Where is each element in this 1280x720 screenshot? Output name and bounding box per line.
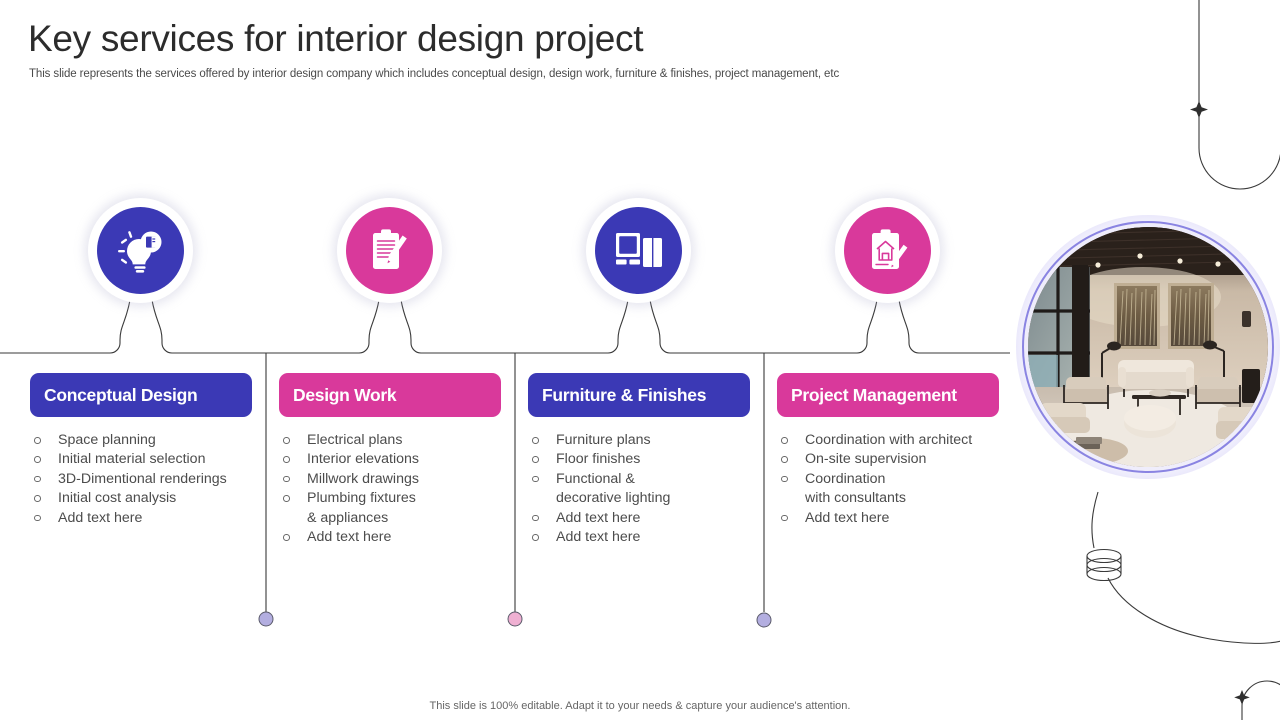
bullet-icon (781, 514, 788, 522)
card-title-1: Conceptual Design (30, 373, 252, 417)
bracket-connector-3 (515, 299, 764, 354)
service-card-1[interactable]: Conceptual Design Space planning Initial… (30, 373, 252, 528)
list-item-text: Electrical plans (307, 432, 403, 448)
bullet-icon (34, 514, 41, 522)
connector-dot-2 (507, 611, 523, 627)
list-item-text: Add text here (805, 509, 890, 526)
card-list-2: Electrical plans Interior elevations Mil… (279, 431, 501, 547)
bullet-icon (532, 514, 539, 522)
list-item: Coordination with architect (777, 431, 999, 450)
card-title-4: Project Management (777, 373, 999, 417)
list-item-text: Floor finishes (556, 451, 641, 468)
list-item-text: Millwork drawings (307, 470, 419, 487)
list-item: Functional &decorative lighting (528, 470, 750, 509)
list-item: Add text here (279, 528, 501, 547)
list-item-text: Initial material selection (58, 451, 206, 468)
bullet-icon (532, 475, 539, 483)
card-title-3: Furniture & Finishes (528, 373, 750, 417)
bullet-icon (532, 534, 539, 541)
list-item: 3D-Dimentional renderings (30, 470, 252, 489)
list-item-text: Add text here (58, 509, 143, 526)
bullet-icon (781, 456, 788, 463)
clipboard-pen-icon (346, 207, 433, 294)
bullet-icon (34, 495, 41, 502)
bullet-icon (34, 437, 41, 444)
card-list-3: Furniture plans Floor finishes Functiona… (528, 431, 750, 547)
list-item: Millwork drawings (279, 470, 501, 489)
list-item: Electrical plans (279, 431, 501, 450)
bullet-icon (781, 475, 788, 483)
sparkle-top-icon (1190, 101, 1208, 118)
photo-image (1028, 227, 1268, 467)
list-item: Initial material selection (30, 450, 252, 469)
connector-dot-3 (756, 612, 772, 628)
list-item-text: Furniture plans (556, 432, 651, 448)
icon-node-1[interactable] (88, 198, 193, 303)
list-item-text: 3D-Dimentional renderings (58, 470, 227, 487)
card-list-1: Space planning Initial material selectio… (30, 431, 252, 528)
icon-node-4[interactable] (835, 198, 940, 303)
lightbulb-idea-icon (97, 207, 184, 294)
clipboard-house-pencil-icon (844, 207, 931, 294)
card-title-2: Design Work (279, 373, 501, 417)
list-item-text: Initial cost analysis (58, 490, 177, 507)
connector-dot-1 (258, 611, 274, 627)
icon-node-2[interactable] (337, 198, 442, 303)
bracket-connector-1 (0, 299, 266, 354)
list-item: Initial cost analysis (30, 489, 252, 508)
list-item-text: Plumbing fixtures& appliances (307, 490, 416, 526)
bracket-connector-2 (266, 299, 515, 354)
bullet-icon (532, 437, 539, 444)
service-card-4[interactable]: Project Management Coordination with arc… (777, 373, 999, 528)
list-item-text: Functional &decorative lighting (556, 470, 671, 507)
list-item: Add text here (528, 509, 750, 528)
bullet-icon (34, 456, 41, 463)
list-item-text: Add text here (556, 529, 641, 546)
list-item: Furniture plans (528, 431, 750, 450)
service-card-3[interactable]: Furniture & Finishes Furniture plans Flo… (528, 373, 750, 547)
list-item: Add text here (30, 509, 252, 528)
icon-node-3[interactable] (586, 198, 691, 303)
list-item-text: Add text here (307, 529, 392, 546)
list-item: Add text here (528, 528, 750, 547)
bullet-icon (283, 495, 290, 502)
bullet-icon (283, 437, 290, 444)
page-subtitle: This slide represents the services offer… (29, 68, 840, 80)
card-list-4: Coordination with architect On-site supe… (777, 431, 999, 528)
bullet-icon (283, 475, 290, 483)
page-title: Key services for interior design project (28, 18, 644, 59)
swirl-bottom-right-icon (1086, 491, 1280, 644)
bracket-connector-4 (764, 299, 1010, 354)
bullet-icon (781, 437, 788, 444)
list-item-text: On-site supervision (805, 451, 927, 468)
list-item: Space planning (30, 431, 252, 450)
list-item: Plumbing fixtures& appliances (279, 489, 501, 528)
list-item: Add text here (777, 509, 999, 528)
list-item-text: Add text here (556, 509, 641, 526)
list-item: Interior elevations (279, 450, 501, 469)
bullet-icon (283, 456, 290, 463)
bullet-icon (532, 456, 539, 463)
service-card-2[interactable]: Design Work Electrical plans Interior el… (279, 373, 501, 547)
list-item-text: Space planning (58, 432, 156, 448)
list-item-text: Interior elevations (307, 451, 419, 468)
list-item: Floor finishes (528, 450, 750, 469)
list-item-text: Coordination with architect (805, 432, 973, 448)
interior-lounge-photo (1016, 215, 1280, 479)
footer-note: This slide is 100% editable. Adapt it to… (429, 700, 851, 712)
furniture-cabinet-icon (595, 207, 682, 294)
swirl-top-right-icon (1198, 0, 1280, 190)
bullet-icon (34, 475, 41, 483)
bullet-icon (283, 534, 290, 541)
list-item: On-site supervision (777, 450, 999, 469)
